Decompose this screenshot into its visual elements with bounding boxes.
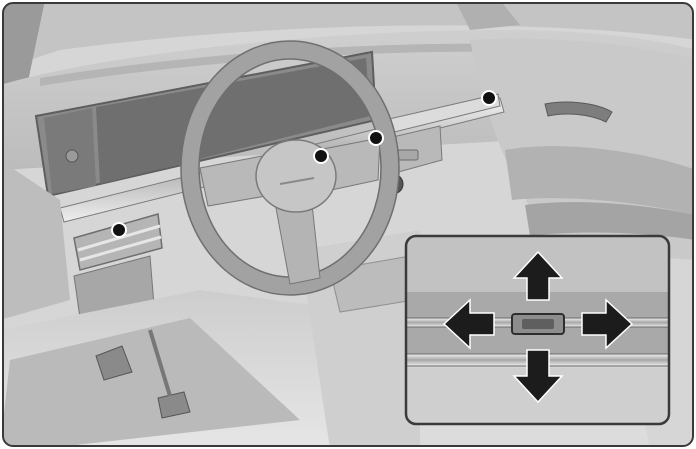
inset-frame xyxy=(404,234,671,426)
vent-marker-center xyxy=(313,148,329,164)
vent-detail-inset xyxy=(404,234,671,426)
steering-hub-emblem xyxy=(279,177,315,185)
display-screen-right xyxy=(96,58,370,184)
windshield xyxy=(3,3,693,70)
a-pillar-right xyxy=(455,3,520,30)
arrow-up-icon xyxy=(512,250,564,301)
hazard-button xyxy=(397,149,419,161)
arrow-right-icon xyxy=(581,298,634,350)
display-knob xyxy=(65,149,79,163)
door-armrest xyxy=(505,146,693,215)
vent-marker-right xyxy=(481,90,497,106)
pedal-stem xyxy=(148,329,172,397)
steering-wheel-rim-outline xyxy=(180,40,400,296)
steering-wheel xyxy=(180,40,400,296)
vent-adjust-knob-grip xyxy=(522,319,554,329)
arrow-down-icon xyxy=(512,349,564,404)
floor-mat xyxy=(3,318,300,446)
pedal-accelerator xyxy=(157,391,191,419)
vent-marker-right-center xyxy=(368,130,384,146)
arrow-left-icon xyxy=(442,298,495,350)
dash-left-panel xyxy=(3,160,70,320)
door-pocket xyxy=(525,202,693,240)
pedal-brake xyxy=(95,345,133,381)
vent-left-slat-2 xyxy=(79,235,162,262)
vent-marker-left xyxy=(111,222,127,238)
steering-wheel-rim xyxy=(181,41,399,295)
door-handle xyxy=(544,101,613,123)
